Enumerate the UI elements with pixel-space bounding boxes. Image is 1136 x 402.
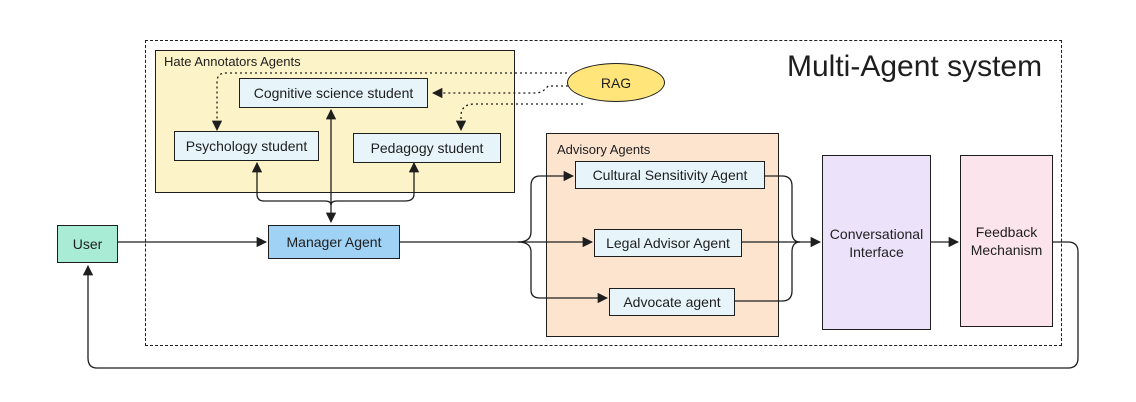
manager-agent-node: Manager Agent (268, 225, 400, 259)
cognitive-science-student-node: Cognitive science student (239, 78, 428, 108)
conversational-interface-node: Conversational Interface (822, 155, 931, 330)
rag-to-cognitive-arrow (431, 85, 573, 99)
hate-annotators-label: Hate Annotators Agents (164, 54, 301, 69)
diagram-title: Multi-Agent system (787, 50, 1043, 83)
feedback-to-user-arrow (82, 241, 1079, 369)
brace-to-advocate-arrow (517, 241, 609, 304)
cultural-sensitivity-agent-node: Cultural Sensitivity Agent (575, 161, 765, 189)
advocate-agent-node: Advocate agent (609, 288, 735, 316)
feedback-mechanism-node: Feedback Mechanism (960, 155, 1053, 327)
psychology-student-node: Psychology student (174, 131, 319, 161)
pedagogy-student-node: Pedagogy student (353, 133, 501, 163)
brace-to-cultural-arrow (517, 170, 575, 243)
legal-advisor-agent-node: Legal Advisor Agent (594, 229, 742, 257)
user-node: User (57, 225, 118, 263)
manager-to-pedagogy-arrow (330, 161, 420, 206)
multi-agent-system-boundary (145, 40, 1062, 346)
rag-to-pedagogy-arrow (455, 103, 583, 132)
cultural-to-interface-line (765, 175, 801, 243)
rag-to-psychology-arrow (211, 72, 567, 132)
advocate-to-interface-line (735, 241, 801, 302)
rag-node: RAG (567, 63, 665, 102)
advisory-agents-label: Advisory Agents (557, 142, 651, 157)
manager-to-psychology-arrow (251, 161, 332, 206)
